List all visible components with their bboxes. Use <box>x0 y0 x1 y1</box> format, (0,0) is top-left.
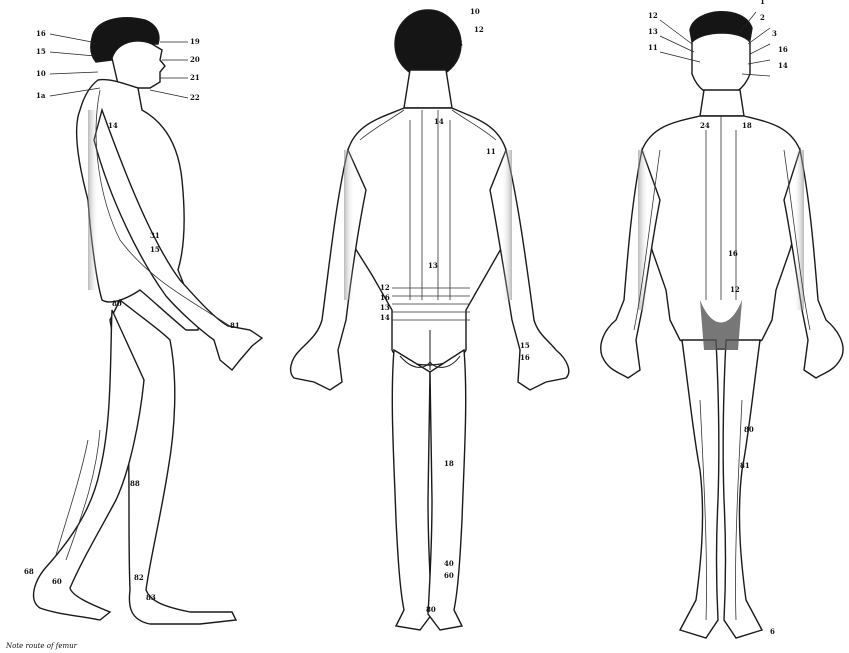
side-view-figure <box>34 18 262 624</box>
front-point-label: 3 <box>772 29 777 38</box>
side-shade-torso <box>88 110 118 290</box>
front-point-label: 16 <box>728 249 738 258</box>
back-point-label: 10 <box>470 7 480 16</box>
back-point-label: 4 <box>458 39 463 48</box>
front-shade-right <box>774 150 804 310</box>
side-point-label: 68 <box>24 567 34 576</box>
back-right-leg <box>428 350 466 630</box>
back-point-label: 12 <box>380 283 390 292</box>
front-point-label: 81 <box>740 461 750 470</box>
front-point-label: 2 <box>760 13 765 22</box>
front-point-label: 6 <box>770 627 775 636</box>
front-point-label: 11 <box>648 43 658 52</box>
figure-caption: Note route of femur <box>5 642 78 650</box>
side-point-label: 15 <box>150 245 160 254</box>
side-face <box>112 41 165 88</box>
front-point-label: 24 <box>700 121 710 130</box>
side-point-label: 88 <box>130 479 140 488</box>
back-point-label: 14 <box>434 117 444 126</box>
side-point-label: 82 <box>134 573 144 582</box>
front-face <box>692 33 750 96</box>
side-point-label: 20 <box>190 55 200 64</box>
back-point-label: 60 <box>444 571 454 580</box>
front-point-label: 13 <box>648 27 658 36</box>
side-point-label: 83 <box>146 593 156 602</box>
side-point-label: 1a <box>36 91 46 100</box>
front-point-label: 12 <box>730 285 740 294</box>
front-neck <box>700 90 744 116</box>
front-point-label: 12 <box>648 11 658 20</box>
back-point-label: 40 <box>444 559 454 568</box>
back-point-label: 13 <box>428 261 438 270</box>
front-point-label: 18 <box>742 121 752 130</box>
front-point-label: 80 <box>744 425 754 434</box>
front-view-figure <box>601 12 843 638</box>
back-point-label: 16 <box>380 293 390 302</box>
side-point-label: 22 <box>190 93 200 102</box>
back-shade-left <box>344 150 374 300</box>
side-point-label: 15 <box>36 47 46 56</box>
side-point-label: 81 <box>230 321 240 330</box>
back-view-figure <box>291 10 569 630</box>
side-point-label: 60 <box>52 577 62 586</box>
back-neck <box>404 70 452 108</box>
side-point-label: 31 <box>150 231 160 240</box>
side-point-label: 80 <box>112 299 122 308</box>
front-point-label: 16 <box>778 45 788 54</box>
side-point-label: 16 <box>36 29 46 38</box>
back-point-label: 15 <box>520 341 530 350</box>
side-back-leg <box>34 310 144 620</box>
side-point-label: 10 <box>36 69 46 78</box>
back-point-label: 80 <box>426 605 436 614</box>
back-head-hair <box>395 10 461 78</box>
front-shade-left <box>638 150 668 310</box>
back-point-label: 12 <box>474 25 484 34</box>
back-point-label: 11 <box>486 147 496 156</box>
front-point-label: 14 <box>778 61 788 70</box>
back-point-label: 14 <box>380 313 390 322</box>
front-left-leg <box>680 340 719 638</box>
front-right-leg <box>723 340 762 638</box>
side-point-label: 19 <box>190 37 200 46</box>
back-shade-right <box>482 150 512 300</box>
front-point-label: 1 <box>760 0 765 6</box>
back-point-label: 13 <box>380 303 390 312</box>
side-point-label: 21 <box>190 73 200 82</box>
back-left-leg <box>392 350 432 630</box>
back-point-label: 16 <box>520 353 530 362</box>
side-point-label: 14 <box>108 121 118 130</box>
back-point-label: 18 <box>444 459 454 468</box>
